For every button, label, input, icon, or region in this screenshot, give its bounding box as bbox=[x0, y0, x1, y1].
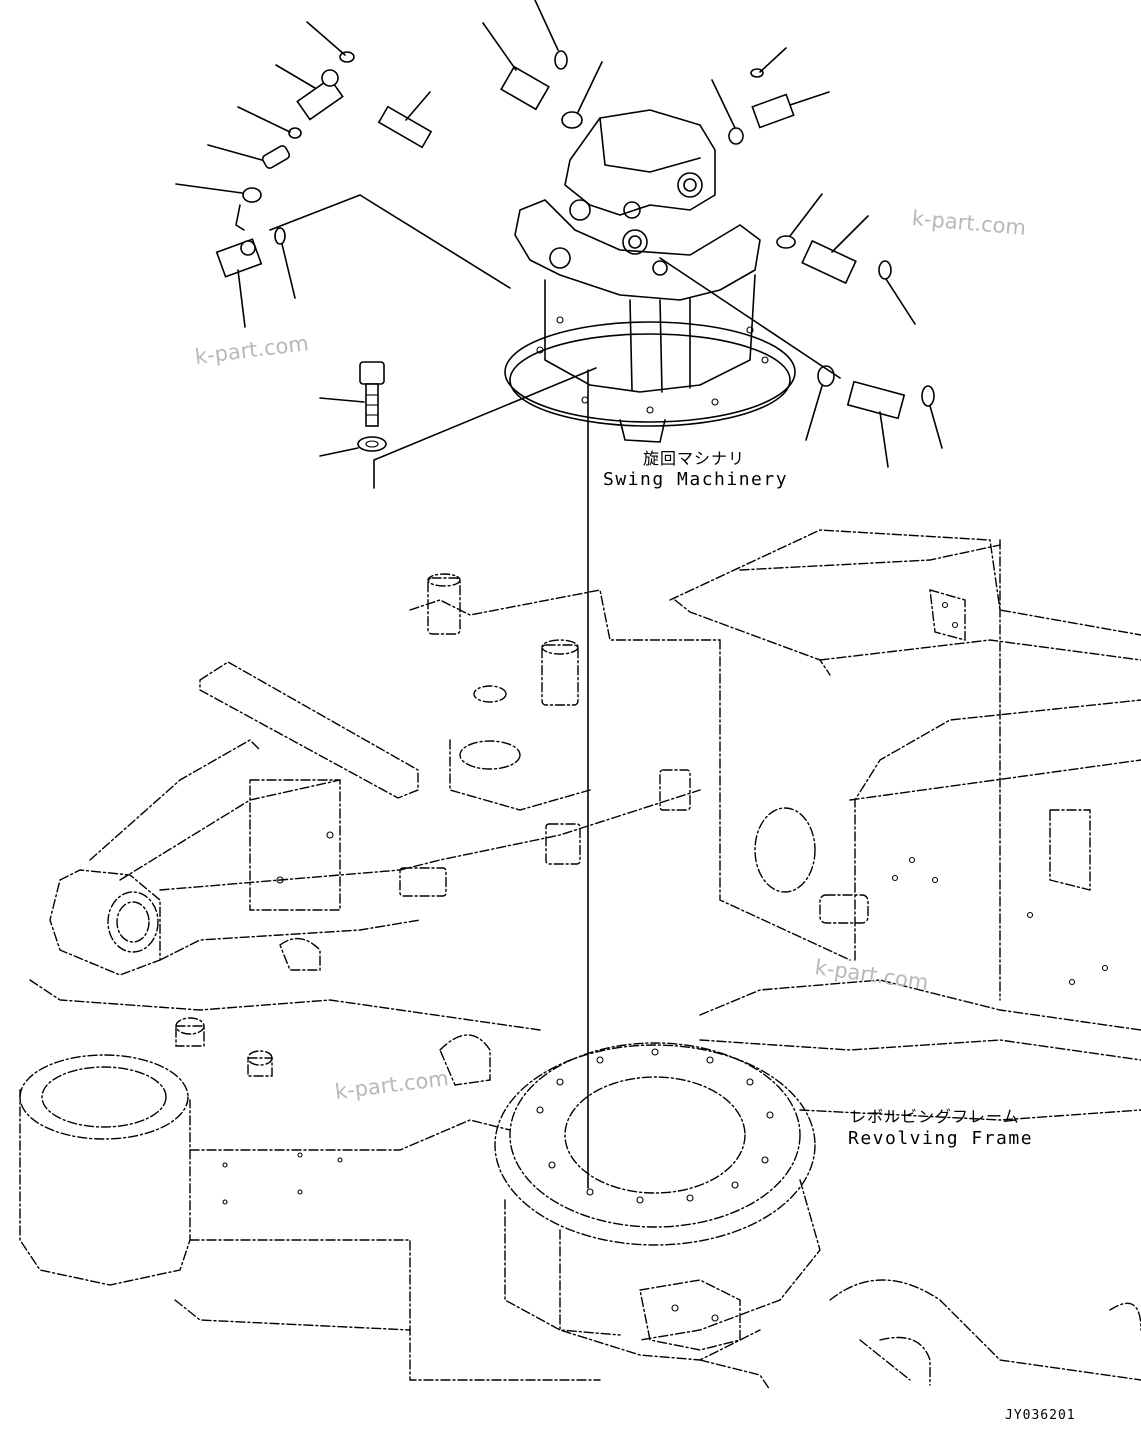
revolving-frame-label-en: Revolving Frame bbox=[848, 1128, 1034, 1149]
swing-machinery-illustration bbox=[175, 0, 943, 1189]
swing-machinery-label-en: Swing Machinery bbox=[603, 469, 789, 490]
swing-machinery-label-jp: 旋回マシナリ bbox=[643, 449, 746, 468]
revolving-frame-illustration bbox=[19, 529, 1141, 1391]
drawing-code: JY036201 bbox=[1005, 1408, 1076, 1423]
revolving-frame-label-jp: レボルビングフレーム bbox=[850, 1107, 1020, 1126]
